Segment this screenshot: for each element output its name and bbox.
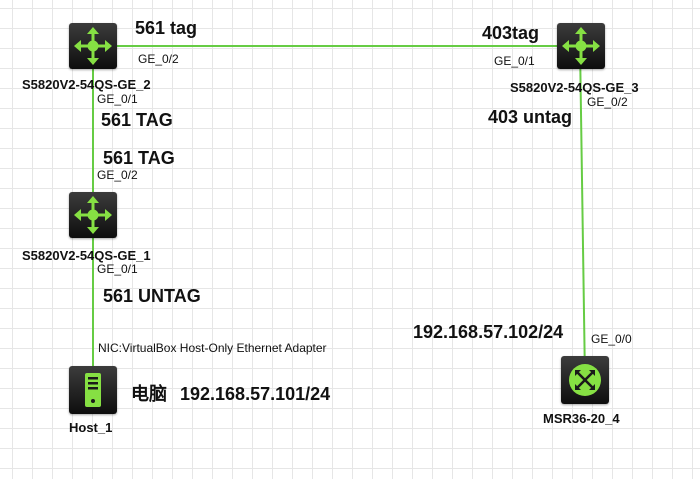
annotation-403-tag-top: 403tag xyxy=(482,23,540,43)
device-name-sw3: S5820V2-54QS-GE_3 xyxy=(510,80,639,95)
annotation-host-ip: 192.168.57.101/24 xyxy=(180,384,331,404)
device-name-host: Host_1 xyxy=(69,420,113,435)
annotation-561-untag: 561 UNTAG xyxy=(103,286,201,306)
device-name-sw1: S5820V2-54QS-GE_1 xyxy=(22,248,151,263)
annotation-router-ip: 192.168.57.102/24 xyxy=(413,322,564,342)
port-label-sw2-ge01: GE_0/1 xyxy=(97,92,138,106)
switch-icon xyxy=(69,192,117,238)
port-label-sw2-ge02: GE_0/2 xyxy=(138,52,179,66)
annotation-561-tag-sw1: 561 TAG xyxy=(103,148,175,168)
port-label-sw1-ge02: GE_0/2 xyxy=(97,168,138,182)
switch-icon xyxy=(557,23,605,69)
link-sw3-router[interactable] xyxy=(579,45,586,381)
annotation-host-nic: NIC:VirtualBox Host-Only Ethernet Adapte… xyxy=(98,341,327,355)
port-label-router-ge00: GE_0/0 xyxy=(591,332,632,346)
annotation-561-tag-sw2: 561 TAG xyxy=(101,110,173,130)
port-label-sw1-ge01: GE_0/1 xyxy=(97,262,138,276)
router-icon xyxy=(561,356,609,404)
port-label-sw3-ge02: GE_0/2 xyxy=(587,95,628,109)
annotation-host-label: 电脑 xyxy=(131,384,167,404)
annotation-403-untag: 403 untag xyxy=(488,107,573,127)
device-name-router: MSR36-20_4 xyxy=(543,411,620,426)
port-label-sw3-ge01: GE_0/1 xyxy=(494,54,535,68)
host-pc-icon xyxy=(69,366,117,414)
annotation-561-tag-top: 561 tag xyxy=(135,18,198,38)
switch-icon xyxy=(69,23,117,69)
device-name-sw2: S5820V2-54QS-GE_2 xyxy=(22,77,151,92)
